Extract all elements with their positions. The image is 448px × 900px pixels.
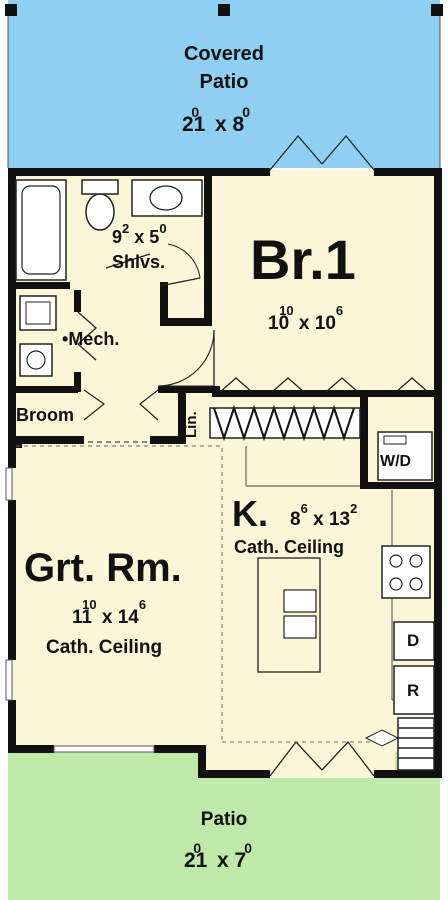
covered-patio-area <box>8 0 440 168</box>
dishwasher <box>393 621 435 661</box>
great-room-ceiling-note: Cath. Ceiling <box>46 637 163 658</box>
patio-name: Patio <box>200 809 248 830</box>
laundry-label: W/D <box>380 453 412 470</box>
kitchen-dimensions: 86 x 132 <box>290 501 358 530</box>
patio-post <box>431 4 443 16</box>
mech-bullet: • <box>62 329 69 349</box>
bedroom-name: Br.1 <box>250 228 356 291</box>
bath-sink <box>131 179 203 217</box>
interior-walls <box>14 176 442 489</box>
great-room-name: Grt. Rm. <box>24 546 182 590</box>
furnace <box>19 343 53 377</box>
bedroom-dimensions: 1010 x 106 <box>268 303 344 334</box>
refrigerator-label: R <box>407 681 420 700</box>
refrigerator <box>393 665 435 715</box>
covered-patio-name-line2: Patio <box>199 71 249 93</box>
patio-doors-top <box>269 134 375 171</box>
bathtub <box>15 179 67 281</box>
covered-patio-name-line1: Covered <box>183 43 265 65</box>
kitchen-island <box>257 557 321 673</box>
patio-dimensions: 210 x 70 <box>184 840 253 872</box>
water-heater <box>19 295 57 331</box>
shelving <box>209 404 361 442</box>
patio-post <box>5 4 17 16</box>
shelves-label: Shlvs. <box>112 252 166 272</box>
great-room-dimensions: 1110 x 146 <box>72 597 147 628</box>
toilet <box>81 179 119 231</box>
kitchen-range <box>381 545 431 599</box>
mech-label: •Mech. <box>62 329 120 349</box>
broom-label: Broom <box>16 405 74 425</box>
linen-label: Lin. <box>183 411 200 438</box>
patio-post <box>218 4 230 16</box>
kitchen-name: K. <box>232 493 268 534</box>
bath-dimensions: 92 x 50 <box>112 221 167 247</box>
exterior-walls <box>8 168 442 778</box>
covered-patio-dimensions: 210 x 80 <box>182 104 251 136</box>
dishwasher-label: D <box>407 631 420 650</box>
kitchen-ceiling-note: Cath. Ceiling <box>234 537 345 557</box>
washer-dryer <box>377 431 433 481</box>
stairs <box>364 717 435 771</box>
